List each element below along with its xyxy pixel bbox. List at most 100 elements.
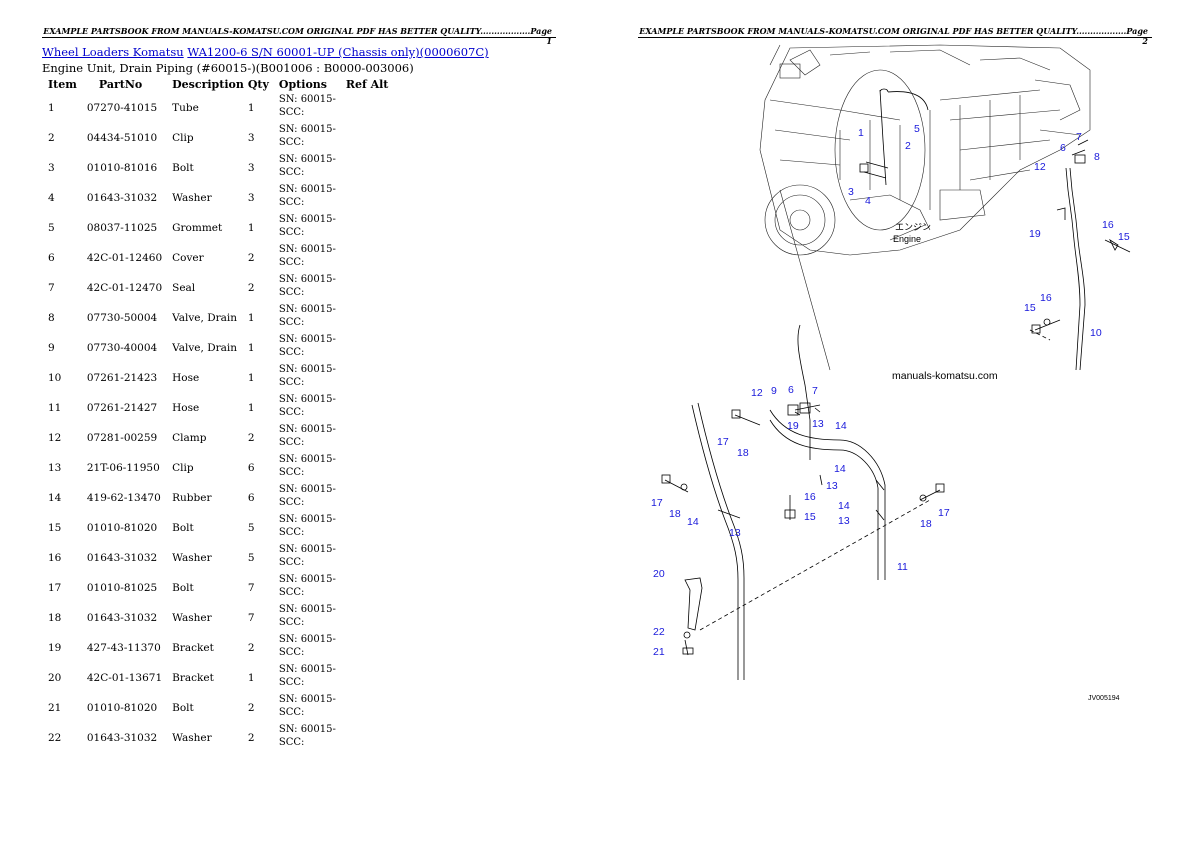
- partno-cell: 01010-81020: [86, 521, 158, 534]
- item-cell: 18: [48, 611, 62, 624]
- partno-cell: 07270-41015: [86, 101, 158, 114]
- description-cell: Bolt: [172, 521, 194, 534]
- callout-18-right: 18: [920, 518, 932, 530]
- callout-7-mid: 7: [812, 385, 818, 397]
- options-scc: SCC:: [278, 677, 305, 688]
- options-cell: SN: 60015-SCC:: [273, 423, 340, 453]
- item-cell: 17: [48, 581, 62, 594]
- ref-alt-cell: [340, 123, 393, 153]
- callout-6-mid: 6: [788, 384, 794, 396]
- breadcrumb-link-model[interactable]: WA1200-6 S/N 60001-UP (Chassis only)(000…: [187, 45, 489, 59]
- description-cell: Hose: [172, 371, 200, 384]
- description-cell: Clip: [172, 461, 194, 474]
- description-cell: Valve, Drain: [172, 341, 238, 354]
- qty-cell: 6: [247, 491, 255, 504]
- partno-cell: 07261-21427: [86, 401, 158, 414]
- options-scc: SCC:: [278, 167, 305, 178]
- hose-10-pipe: [1069, 167, 1086, 371]
- options-sn: SN: 60015-: [278, 544, 336, 555]
- options-scc: SCC:: [278, 377, 305, 388]
- options-sn: SN: 60015-: [278, 244, 336, 255]
- callout-14-b: 14: [838, 500, 850, 512]
- ref-alt-cell: [340, 513, 393, 543]
- hose-left-vertical: [691, 404, 739, 680]
- options-sn: SN: 60015-: [278, 604, 336, 615]
- engine-label-en: Engine: [893, 234, 921, 244]
- callout-5: 5: [914, 123, 920, 135]
- options-scc: SCC:: [278, 557, 305, 568]
- ref-alt-cell: [340, 213, 393, 243]
- item-cell: 9: [48, 341, 55, 354]
- options-scc: SCC:: [278, 737, 305, 748]
- col-ref-alt: Ref Alt: [345, 78, 389, 91]
- description-cell: Bracket: [172, 671, 214, 684]
- options-sn: SN: 60015-: [278, 694, 336, 705]
- partno-cell: 21T-06-11950: [86, 461, 160, 474]
- qty-cell: 2: [247, 431, 255, 444]
- callout-13-left: 13: [729, 527, 741, 539]
- bracket-20: [684, 577, 703, 631]
- options-cell: SN: 60015-SCC:: [273, 123, 340, 153]
- description-cell: Clamp: [172, 431, 207, 444]
- item-cell: 8: [48, 311, 55, 324]
- options-cell: SN: 60015- SCC:: [273, 153, 340, 183]
- options-cell: SN: 60015-SCC:: [273, 183, 340, 213]
- qty-cell: 2: [247, 731, 255, 744]
- ref-alt-cell: [340, 723, 393, 753]
- item-cell: 1: [48, 101, 55, 114]
- options-cell: SN: 60015-SCC:: [273, 363, 340, 393]
- qty-cell: 5: [247, 521, 255, 534]
- callout-17-mid: 17: [717, 436, 729, 448]
- partno-cell: 01010-81025: [86, 581, 158, 594]
- callout-6: 6: [1060, 142, 1066, 154]
- options-sn: SN: 60015-: [278, 124, 336, 135]
- options-scc: SCC:: [278, 107, 305, 118]
- options-sn: SN: 60015-: [278, 424, 336, 435]
- engine-label-jp: エンジン: [895, 222, 931, 232]
- description-cell: Rubber: [172, 491, 212, 504]
- callout-21: 21: [653, 646, 665, 658]
- breadcrumb: Wheel Loaders Komatsu WA1200-6 S/N 60001…: [42, 45, 489, 59]
- callout-14-a: 14: [834, 463, 846, 475]
- options-sn: SN: 60015-: [278, 574, 336, 585]
- partno-cell: 01643-31032: [86, 731, 158, 744]
- item-cell: 16: [48, 551, 62, 564]
- engine-block-drawing: [759, 44, 1091, 371]
- options-cell: SN: 60015- SCC:: [273, 213, 340, 243]
- options-cell: SN: 60015-SCC:: [273, 333, 340, 363]
- breadcrumb-link-wheel-loaders[interactable]: Wheel Loaders Komatsu: [42, 45, 184, 59]
- options-cell: SN: 60015-SCC:: [273, 303, 340, 333]
- options-scc: SCC:: [278, 587, 305, 598]
- options-sn: SN: 60015-: [278, 274, 336, 285]
- options-sn: SN: 60015-: [278, 454, 336, 465]
- parts-table: Item PartNo Description Qty Options Ref …: [42, 76, 392, 753]
- callout-18-mid: 18: [737, 447, 749, 459]
- hose-11-path: [769, 409, 886, 580]
- qty-cell: 2: [247, 701, 255, 714]
- partno-cell: 01010-81020: [86, 701, 158, 714]
- qty-cell: 1: [247, 671, 255, 684]
- qty-cell: 7: [247, 581, 255, 594]
- description-cell: Clip: [172, 131, 194, 144]
- page-header-2: EXAMPLE PARTSBOOK FROM MANUALS-KOMATSU.C…: [638, 26, 1152, 46]
- options-sn: SN: 60015-: [278, 214, 336, 225]
- description-cell: Washer: [172, 731, 212, 744]
- bolt-3: [863, 161, 889, 179]
- options-sn: SN: 60015-: [278, 394, 336, 405]
- options-scc: SCC:: [278, 227, 305, 238]
- callout-1: 1: [858, 127, 864, 139]
- callout-11: 11: [897, 561, 908, 573]
- options-sn: SN: 60015-: [278, 154, 336, 165]
- description-cell: Washer: [172, 611, 212, 624]
- description-cell: Seal: [172, 281, 196, 294]
